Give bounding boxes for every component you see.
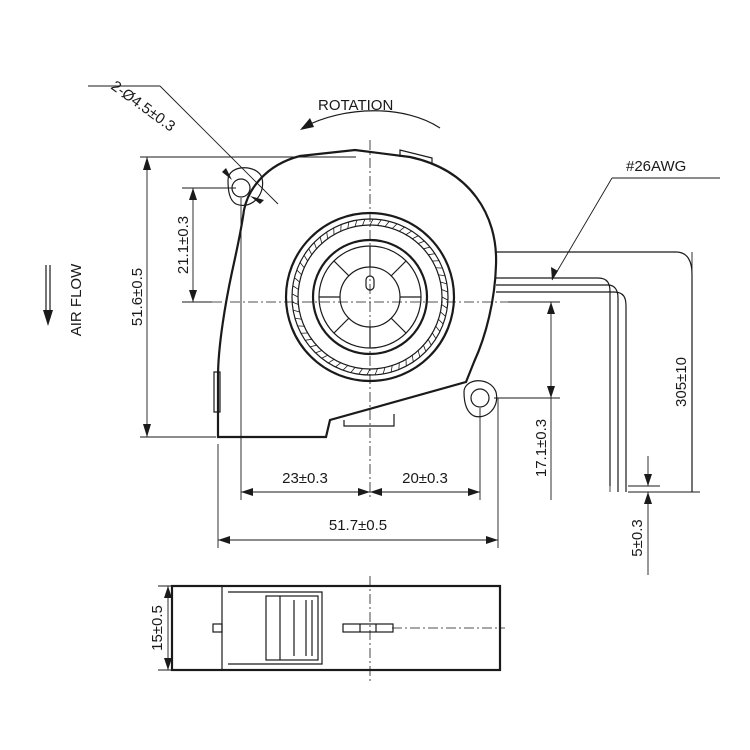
leader-wire-gauge: #26AWG xyxy=(551,158,720,281)
dim-strip-length-label: 5±0.3 xyxy=(629,519,646,556)
blade-tick xyxy=(366,368,371,376)
blade-tick xyxy=(319,236,323,244)
dim-strip-length: 5±0.3 xyxy=(629,456,652,575)
blade-tick xyxy=(305,338,312,341)
blade-tick xyxy=(335,362,341,368)
blade-tick xyxy=(369,218,374,226)
centerlines xyxy=(212,140,508,500)
dim-lead-length-label: 305±10 xyxy=(673,357,690,407)
blade-tick xyxy=(382,367,386,374)
blade-tick xyxy=(411,355,414,362)
airflow-label: AIR FLOW xyxy=(68,263,85,336)
dim-overall-height-label: 51.6±0.5 xyxy=(129,268,146,326)
lead-wires xyxy=(496,251,693,492)
dim-right-offset-label: 20±0.3 xyxy=(402,470,448,487)
dim-hole-vertical: 21.1±0.3 xyxy=(175,188,197,302)
blade-tick xyxy=(315,350,322,354)
blade-tick xyxy=(303,255,308,262)
blade-tick xyxy=(350,367,356,373)
blade-tick xyxy=(374,368,378,375)
blade-tick xyxy=(292,285,299,290)
blade-tick xyxy=(438,318,444,325)
blade-tick xyxy=(309,344,317,348)
airflow-indicator: AIR FLOW xyxy=(43,263,85,336)
dim-lead-length: 305±10 xyxy=(673,252,693,492)
dim-lower-hole-height-label: 17.1±0.3 xyxy=(533,419,550,477)
blade-tick xyxy=(423,345,427,352)
impeller-blade-ticks xyxy=(291,218,449,376)
blade-tick xyxy=(293,309,300,313)
blade-tick xyxy=(427,339,432,346)
blade-tick xyxy=(428,253,435,256)
wire-gauge-label: #26AWG xyxy=(626,158,686,175)
blade-tick xyxy=(308,248,313,255)
blade-tick xyxy=(362,219,366,226)
dim-hole-vertical-label: 21.1±0.3 xyxy=(175,216,192,274)
dim-lower-hole-height: 17.1±0.3 xyxy=(533,302,555,500)
dim-overall-height: 51.6±0.5 xyxy=(129,157,151,437)
blade-tick xyxy=(291,293,299,298)
blade-tick xyxy=(432,332,437,339)
dim-thickness-label: 15±0.5 xyxy=(149,605,166,651)
fan-housing-outline xyxy=(213,148,498,439)
blade-tick xyxy=(313,242,317,249)
blade-tick xyxy=(294,277,300,283)
blade-tick xyxy=(418,240,425,244)
dim-horizontal-offsets: 23±0.3 20±0.3 xyxy=(241,470,480,496)
blade-tick xyxy=(423,246,431,250)
blade-tick xyxy=(321,354,328,359)
blade-tick xyxy=(292,301,299,305)
blade-tick xyxy=(390,365,393,373)
blade-tick xyxy=(435,326,441,332)
blade-tick xyxy=(342,365,349,371)
side-view xyxy=(170,576,505,682)
dim-thickness: 15±0.5 xyxy=(149,585,214,671)
blade-tick xyxy=(417,350,421,358)
blade-tick xyxy=(391,223,398,229)
dim-left-offset-label: 23±0.3 xyxy=(282,470,328,487)
blade-tick xyxy=(399,226,405,232)
blade-tick xyxy=(441,296,449,301)
blade-tick xyxy=(299,262,305,268)
blade-tick xyxy=(294,317,302,320)
blade-tick xyxy=(326,232,329,239)
dim-overall-width: 51.7±0.5 xyxy=(218,517,498,544)
blade-tick xyxy=(440,281,447,285)
blade-tick xyxy=(405,230,412,235)
blade-tick xyxy=(377,219,382,226)
blade-tick xyxy=(441,304,448,309)
blade-tick xyxy=(354,220,358,227)
blade-tick xyxy=(441,289,448,293)
mount-hole-lower xyxy=(463,380,498,418)
blade-tick xyxy=(438,274,446,277)
extension-lines xyxy=(140,156,700,548)
dim-overall-width-label: 51.7±0.5 xyxy=(329,517,387,534)
blade-tick xyxy=(328,359,335,364)
blade-tick xyxy=(347,221,350,229)
blade-tick xyxy=(384,221,390,227)
blade-tick xyxy=(412,235,419,240)
blade-tick xyxy=(296,269,302,276)
blade-tick xyxy=(440,311,446,317)
rotation-indicator: ROTATION xyxy=(300,97,441,130)
blade-tick xyxy=(358,368,363,375)
rotation-label: ROTATION xyxy=(318,97,393,114)
